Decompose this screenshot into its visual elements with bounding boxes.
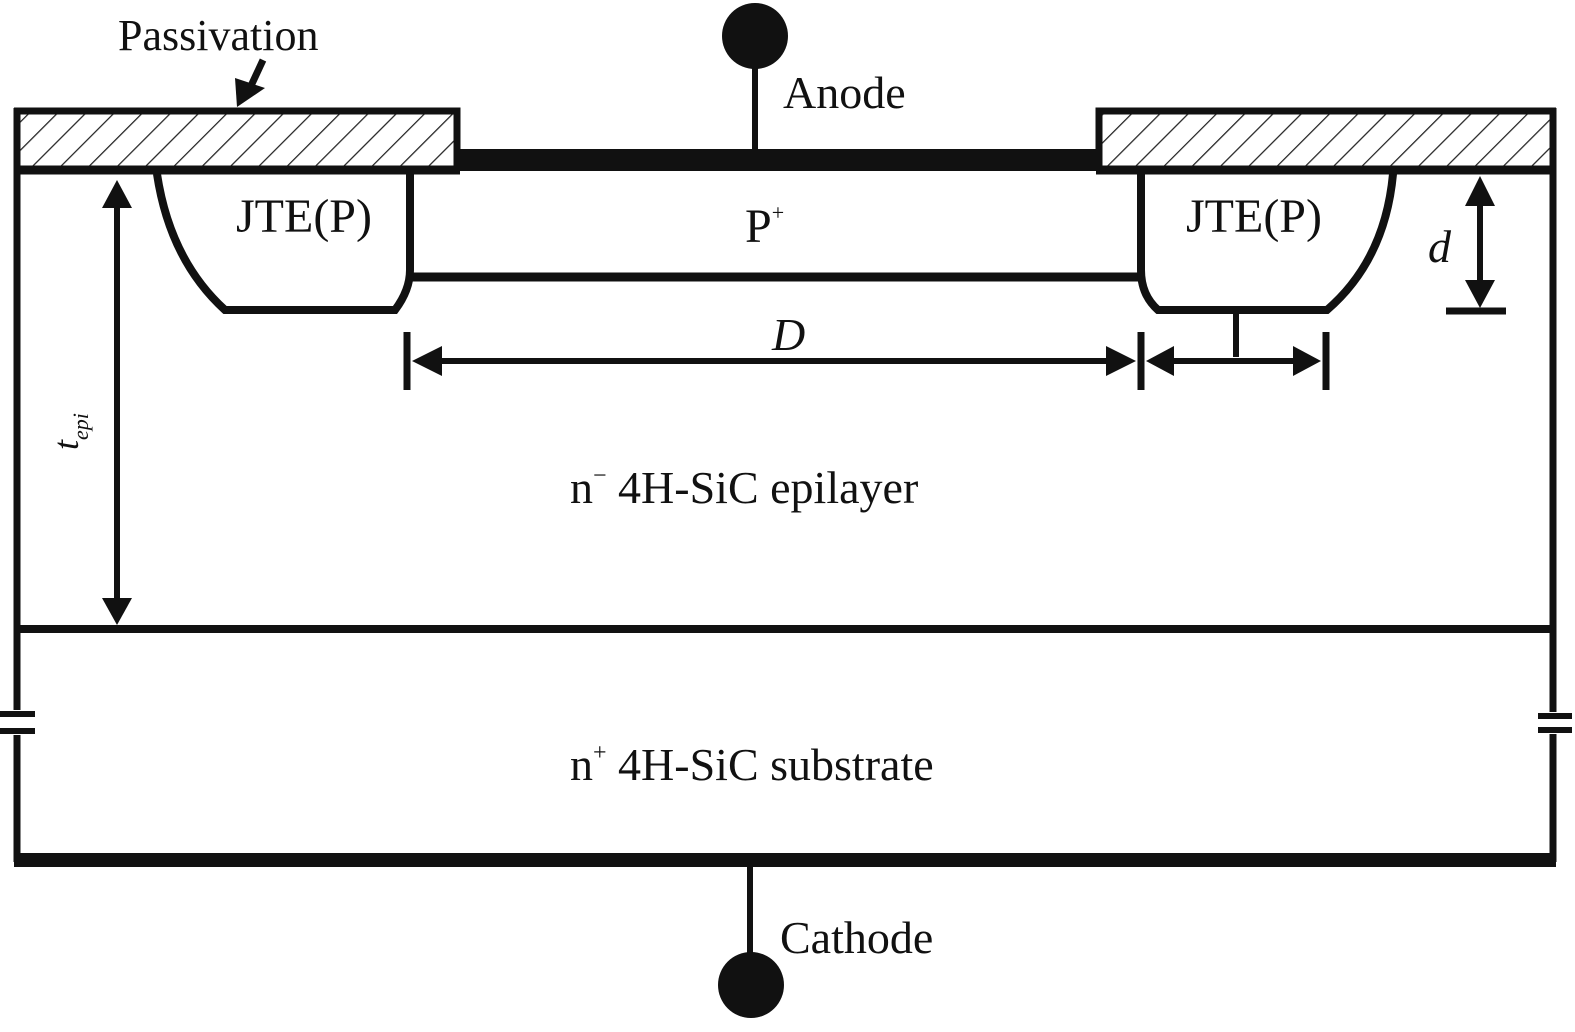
cathode-terminal bbox=[718, 866, 784, 1018]
L-dimension-arrow bbox=[1146, 314, 1330, 390]
substrate-label: n+ 4H-SiC substrate bbox=[570, 739, 934, 790]
break-symbol-right bbox=[1537, 713, 1575, 733]
jte-right-label: JTE(P) bbox=[1186, 190, 1322, 243]
passivation-label: Passivation bbox=[118, 11, 318, 60]
epilayer-label: n− 4H-SiC epilayer bbox=[570, 462, 918, 513]
cathode-label: Cathode bbox=[780, 912, 933, 963]
jte-left-label: JTE(P) bbox=[236, 190, 372, 243]
jte-right-region bbox=[1137, 173, 1397, 314]
anode-terminal-dot-icon bbox=[722, 3, 788, 69]
anode-terminal bbox=[722, 3, 788, 155]
svg-text:tepi: tepi bbox=[46, 413, 93, 450]
L-dimension-label: L bbox=[1221, 321, 1244, 366]
device-body bbox=[13, 108, 1557, 867]
passivation-left bbox=[14, 107, 461, 175]
anode-label: Anode bbox=[783, 67, 906, 118]
p-plus-label: P+ bbox=[745, 200, 784, 253]
D-dimension-arrow bbox=[403, 332, 1145, 390]
passivation-right bbox=[1095, 107, 1556, 175]
jte-left-region bbox=[153, 173, 414, 314]
break-symbol-left bbox=[0, 711, 35, 734]
cathode-terminal-dot-icon bbox=[718, 952, 784, 1018]
D-dimension-label: D bbox=[771, 309, 805, 360]
t-epi-dimension-label: tepi bbox=[46, 413, 93, 450]
d-dimension-arrow bbox=[1446, 176, 1506, 315]
t-epi-dimension-arrow bbox=[102, 180, 132, 625]
d-dimension-label: d bbox=[1428, 221, 1452, 272]
passivation-arrow-icon bbox=[235, 58, 267, 107]
